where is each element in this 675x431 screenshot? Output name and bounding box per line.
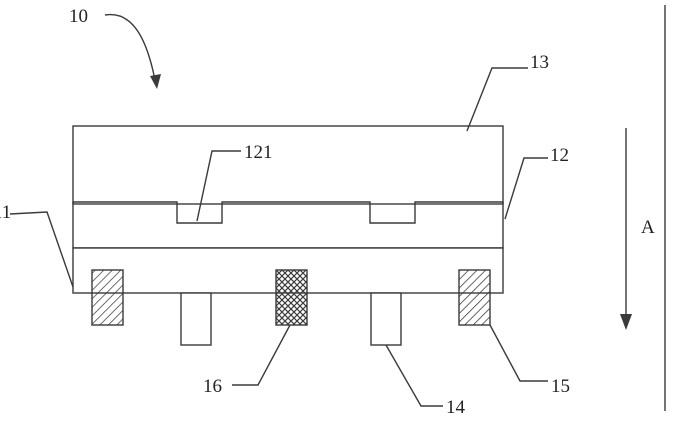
leader-10-arrow — [104, 13, 156, 81]
arrowhead-10 — [150, 74, 161, 89]
layer-13-top — [72, 125, 504, 205]
label-a: A — [641, 217, 655, 238]
layer-12-middle — [72, 201, 504, 249]
pin-14-right — [370, 292, 402, 346]
label-14: 14 — [446, 397, 466, 418]
leader-14 — [385, 344, 443, 407]
label-11: 11 — [0, 202, 11, 223]
direction-arrowhead — [620, 314, 632, 330]
label-13: 13 — [530, 52, 549, 73]
label-16: 16 — [203, 376, 222, 397]
leader-11 — [9, 211, 74, 288]
leader-15 — [489, 324, 548, 382]
label-10: 10 — [69, 6, 88, 27]
leader-16 — [232, 324, 291, 386]
label-121: 121 — [244, 142, 273, 163]
leader-121 — [196, 150, 241, 222]
leader-12 — [504, 157, 548, 220]
crosshatched-element-16 — [275, 269, 308, 326]
label-15: 15 — [551, 376, 570, 397]
leader-13 — [466, 67, 528, 132]
hatched-electrode-15 — [458, 269, 491, 326]
pin-14-left — [180, 292, 212, 346]
hatched-electrode-left — [91, 269, 124, 326]
label-12: 12 — [550, 145, 569, 166]
